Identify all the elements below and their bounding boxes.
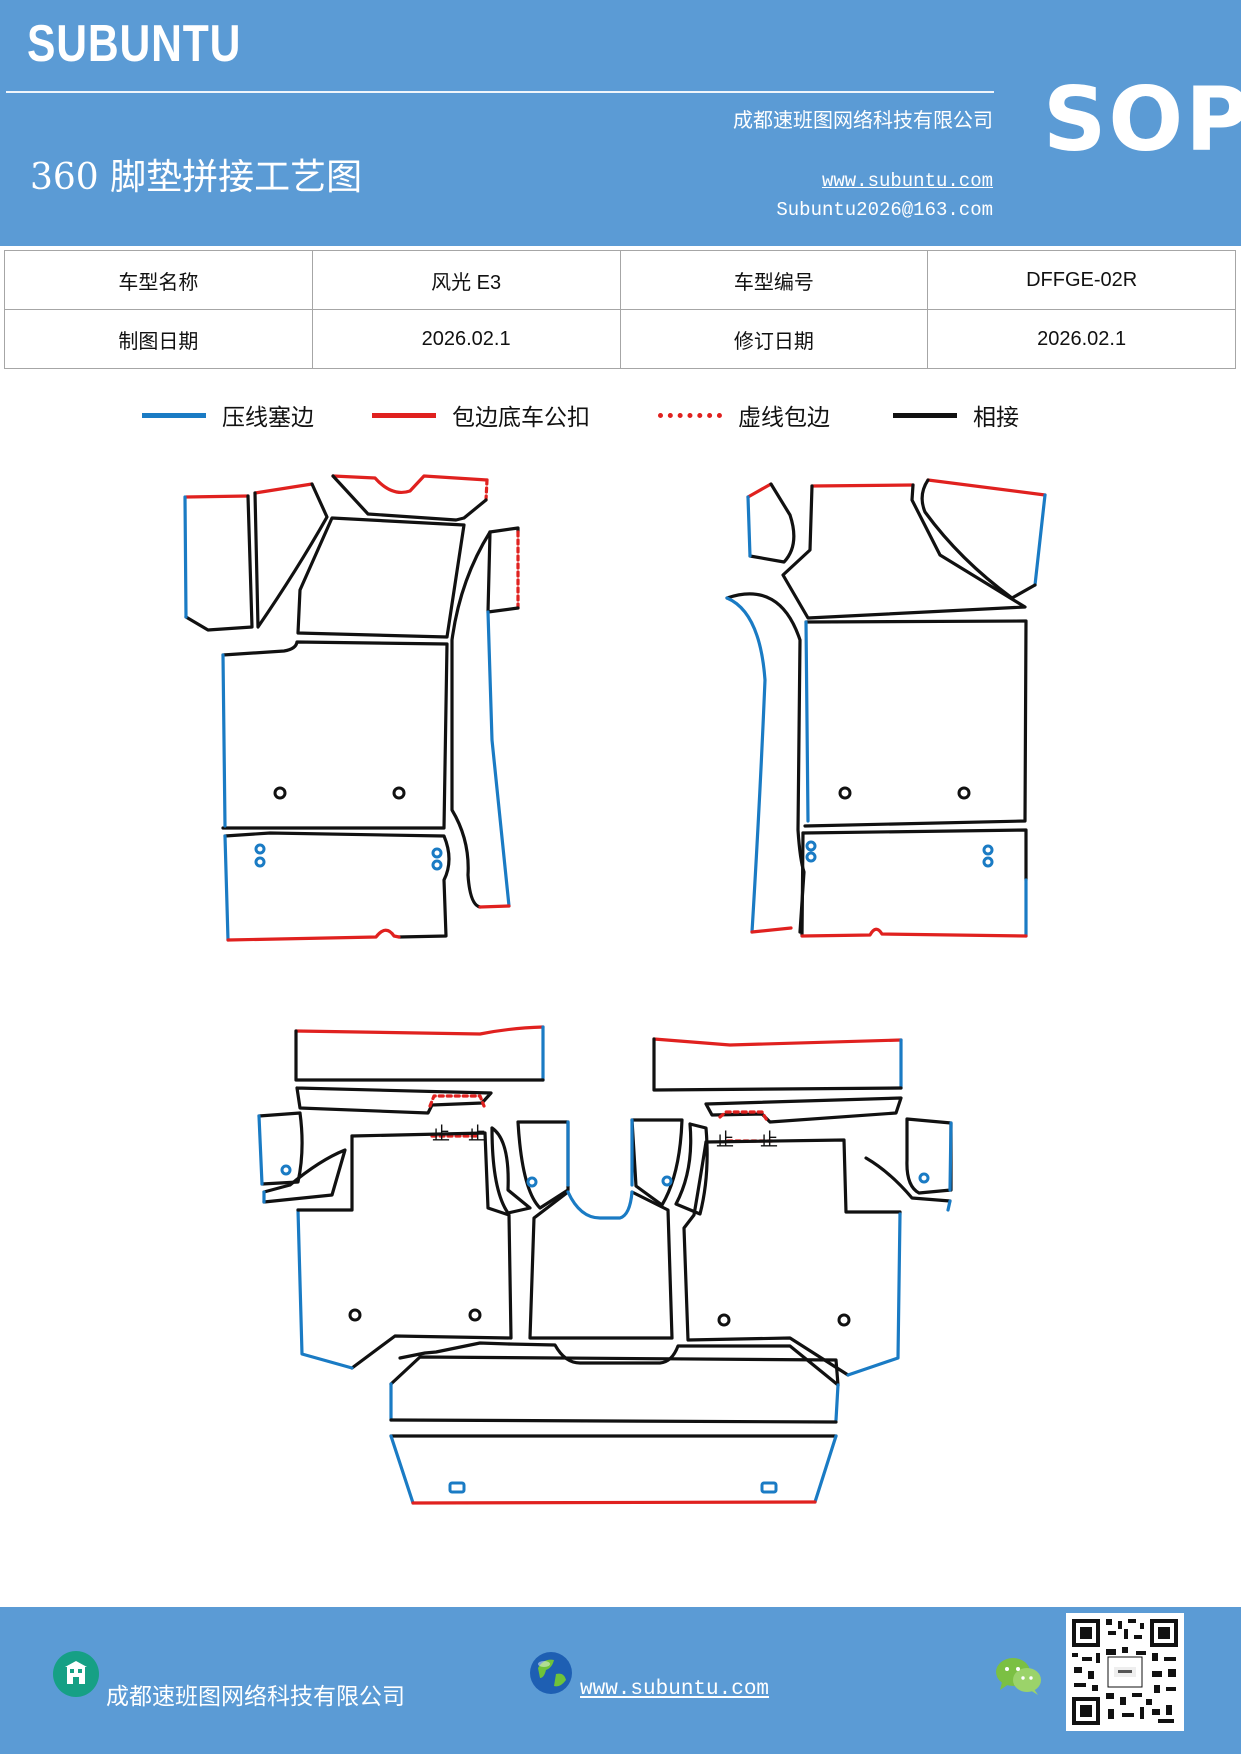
model-code-label: 车型编号 [619, 250, 929, 310]
legend-label: 相接 [973, 405, 1019, 431]
legend-swatch-blue [142, 412, 206, 418]
legend-label: 包边底车公扣 [452, 405, 590, 431]
footer-website-link[interactable]: www.subuntu.com [580, 1678, 770, 1701]
table-row: 制图日期 2026.02.1 修订日期 2026.02.1 [4, 309, 1236, 369]
model-code-value: DFFGE-02R [927, 250, 1236, 310]
line-legend: 压线塞边 包边底车公扣 虚线包边 相接 [0, 398, 1241, 438]
header-email[interactable]: Subuntu2026@163.com [776, 199, 993, 221]
legend-label: 虚线包边 [738, 405, 830, 431]
draw-date-value: 2026.02.1 [311, 309, 621, 369]
footer-banner: 成都速班图网络科技有限公司 www.subuntu.com [0, 1607, 1241, 1754]
header-company: 成都速班图网络科技有限公司 [733, 108, 993, 132]
right-front-mat-set [725, 478, 1047, 938]
model-name-value: 风光 E3 [311, 250, 621, 310]
revision-date-label: 修订日期 [619, 309, 929, 369]
qr-code [1066, 1613, 1184, 1731]
model-name-label: 车型名称 [4, 250, 313, 310]
sop-badge: SOP [1043, 68, 1241, 171]
legend-item: 虚线包边 [658, 398, 830, 432]
rear-mat-set: 止 止 止 止 [257, 1025, 953, 1505]
legend-label: 压线塞边 [222, 405, 314, 431]
legend-item: 相接 [893, 398, 1019, 432]
header-banner: SUBUNTU 成都速班图网络科技有限公司 360 脚垫拼接工艺图 www.su… [0, 0, 1241, 246]
footer-company: 成都速班图网络科技有限公司 [106, 1684, 405, 1710]
legend-swatch-black [893, 412, 957, 418]
page-title: 360 脚垫拼接工艺图 [30, 157, 363, 198]
floor-mat-diagram: .k { stroke:#111; stroke-width:3.2; } .b… [183, 474, 1047, 1505]
brand-logo: SUBUNTU [27, 15, 242, 73]
draw-date-label: 制图日期 [4, 309, 313, 369]
building-icon [53, 1651, 99, 1697]
legend-item: 包边底车公扣 [372, 398, 590, 432]
legend-swatch-red [372, 412, 436, 418]
legend-item: 压线塞边 [142, 398, 314, 432]
left-front-mat-set [183, 474, 520, 942]
header-website-link[interactable]: www.subuntu.com [821, 170, 993, 192]
revision-date-value: 2026.02.1 [927, 309, 1236, 369]
header-divider [6, 91, 994, 93]
vehicle-info-table: 车型名称 风光 E3 车型编号 DFFGE-02R 制图日期 2026.02.1… [4, 250, 1236, 369]
globe-icon [528, 1650, 574, 1696]
table-row: 车型名称 风光 E3 车型编号 DFFGE-02R [4, 250, 1236, 310]
wechat-icon[interactable] [994, 1655, 1044, 1697]
legend-swatch-red-dotted [658, 412, 722, 418]
